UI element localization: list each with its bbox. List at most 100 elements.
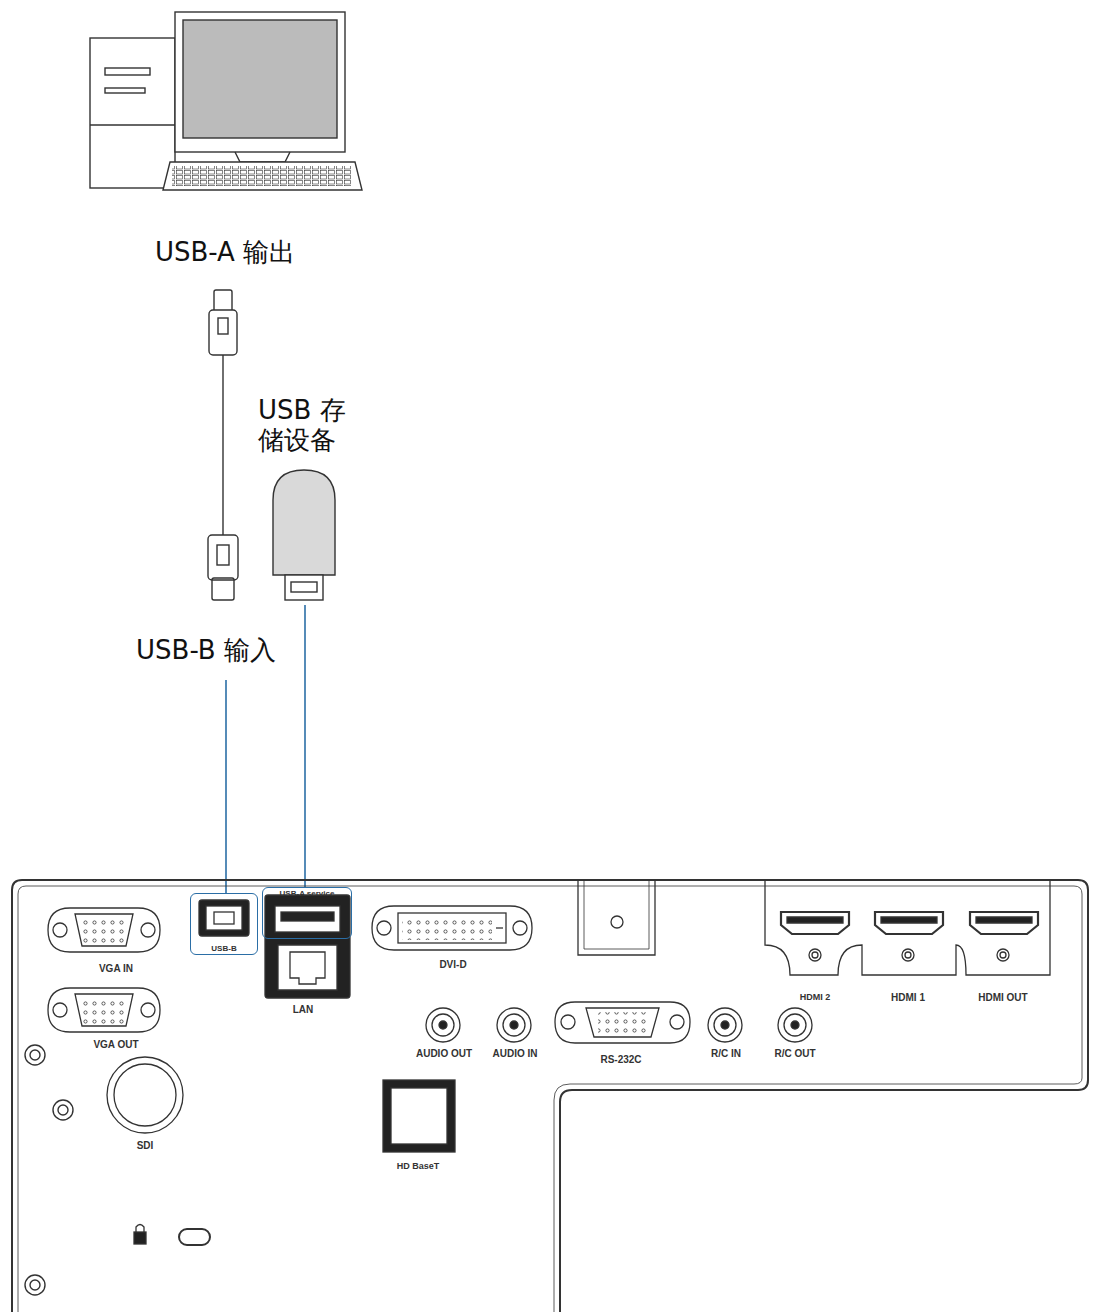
usb-cable [218,318,228,334]
computer-icon [90,124,175,125]
mount-bracket [584,880,649,949]
port-highlight: USB-B [190,893,258,955]
hdmi-port [781,912,849,934]
rs232-port [586,1008,659,1037]
usb-a-lan-port [265,895,350,998]
computer-icon [105,68,150,75]
port-name: AUDIO IN [493,1048,538,1060]
vga-port [141,1003,155,1017]
port-name: RS-232C [600,1054,641,1066]
audio-jack [426,1008,812,1042]
vga-port [53,1003,67,1017]
port-name: R/C OUT [774,1048,815,1060]
mount-bracket [578,880,655,955]
leader-line [304,605,306,888]
audio-jack [708,1008,742,1042]
usb-stick [273,470,335,575]
usb-a-lan-port [275,906,340,932]
callout-label: USB-B 输入 [136,636,276,666]
rs232-port [555,1002,690,1043]
hdmi-port [881,917,937,923]
dvi-port [402,916,492,940]
dvi-port [377,921,391,935]
usb-stick [273,470,335,600]
leader-line [225,680,227,893]
audio-jack [432,1014,454,1036]
hdmi-port [787,917,843,923]
rs232-port [561,1015,575,1029]
usb-cable [209,310,237,355]
vga-port [80,917,128,944]
port-name: DVI-D [439,959,466,971]
hdbaset-port [391,1088,447,1144]
usb-a-lan-port [290,952,325,984]
mount-bracket [611,916,623,928]
port-label: USB-B [191,944,257,953]
computer-icon [90,38,175,188]
port-name: VGA IN [99,963,133,975]
vga-port [48,908,160,952]
port-name: R/C IN [711,1048,741,1060]
audio-jack [426,1008,460,1042]
port-label: USB-A service [263,889,351,898]
projector-panel [30,1280,40,1290]
audio-jack [503,1014,525,1036]
sdi-port [107,1057,183,1133]
port-name: HD BaseT [397,1161,440,1171]
rs232-port [555,1002,690,1043]
projector-panel [12,880,1088,1312]
mount-bracket [578,880,655,955]
usb-b-port [199,900,249,936]
vga-port [53,923,67,937]
sdi-port [114,1064,176,1126]
illustration [90,12,362,600]
usb-b-port [206,906,242,930]
audio-jack [714,1014,736,1036]
hdmi-port [809,949,821,961]
hdmi-port [905,952,911,958]
audio-jack [439,1021,447,1029]
hdmi-port [875,912,943,934]
port-highlight: USB-A service [262,887,352,939]
hdmi-port [812,952,818,958]
port-name: VGA OUT [93,1039,138,1051]
vga-port [48,988,160,1032]
projector-panel [58,1105,68,1115]
computer-icon [163,162,362,190]
usb-b-port [214,912,234,924]
projector-panel [25,1045,45,1065]
hdmi-port [976,917,1032,923]
projector-panel [25,1275,45,1295]
audio-jack [510,1021,518,1029]
projector-panel [12,880,1088,1312]
projector-panel [53,1100,73,1120]
audio-jack [721,1021,729,1029]
rs232-port [598,1012,646,1034]
usb-cable [214,290,232,312]
usb-a-lan-port [265,895,350,998]
hdbaset-port [383,1080,455,1152]
audio-jack [784,1014,806,1036]
audio-jack [778,1008,812,1042]
projector-panel [18,886,1082,1312]
hdmi-port [765,880,1050,975]
computer-icon [172,166,352,186]
usb-stick [285,575,323,600]
illustration [48,880,1050,1245]
port-name: HDMI 1 [891,992,925,1004]
callout-label: USB-A 输出 [155,238,295,268]
dvi-port [496,927,503,928]
hdmi-port [997,949,1009,961]
usb-a-lan-port [281,912,334,921]
usb-cable [212,578,234,600]
lock-icon [179,1229,210,1245]
usb-a-lan-port [278,945,337,990]
vga-port [75,914,133,946]
lock-icon [134,1225,210,1246]
port-name: LAN [293,1004,314,1016]
usb-cable [217,545,229,565]
sdi-port [107,1057,183,1133]
hdmi-port [902,949,914,961]
hdmi-port [1000,952,1006,958]
port-name: HDMI 2 [800,992,831,1002]
